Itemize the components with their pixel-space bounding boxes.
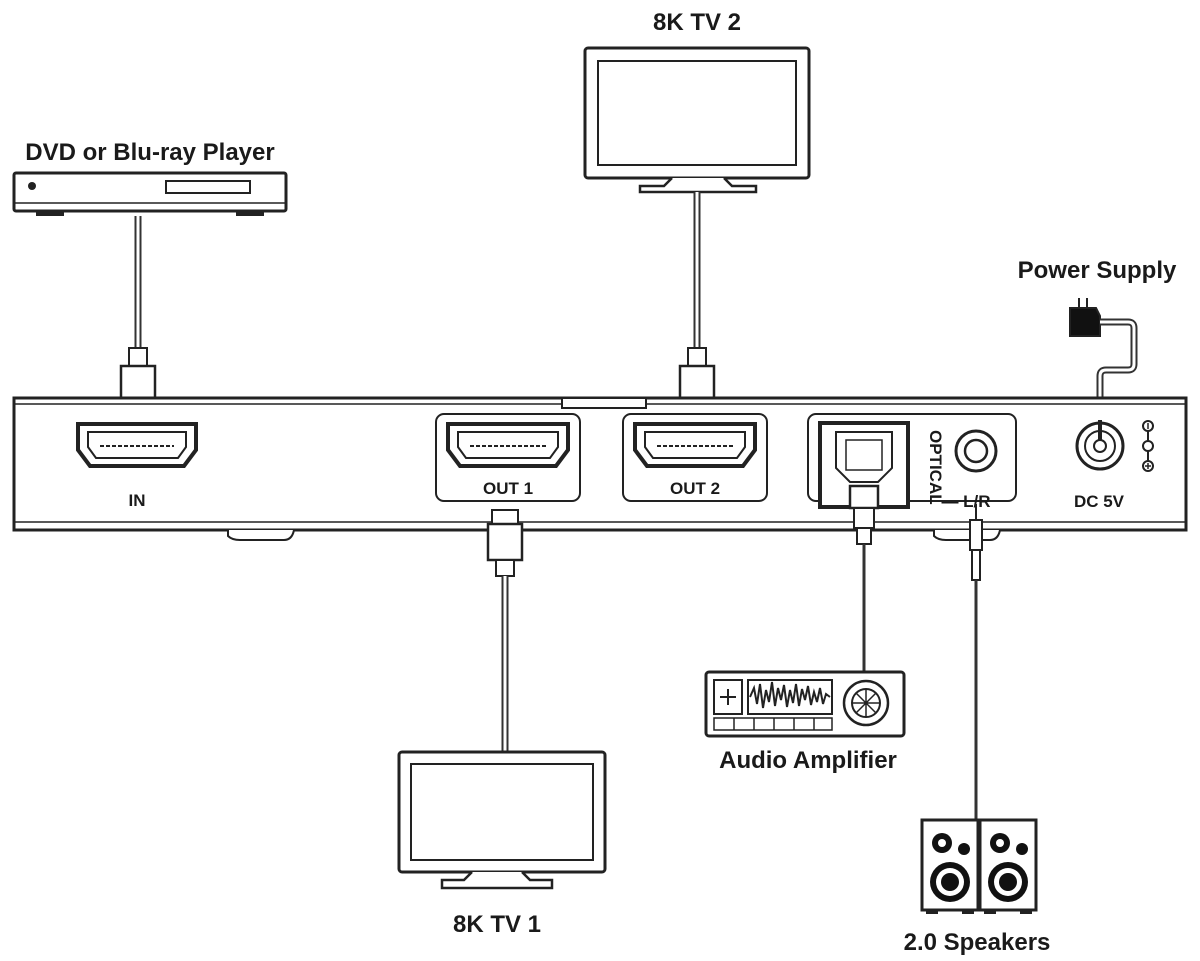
power-adapter-icon bbox=[1069, 298, 1138, 420]
audio-amplifier-icon bbox=[704, 670, 906, 738]
speakers-icon bbox=[920, 818, 1038, 914]
dvd-player-icon bbox=[12, 171, 288, 216]
tv2-label: 8K TV 2 bbox=[653, 9, 741, 36]
hdmi-in-port bbox=[76, 422, 198, 468]
amplifier-label: Audio Amplifier bbox=[719, 747, 897, 774]
hdmi-cable-out1 bbox=[486, 509, 524, 752]
polarity-icon bbox=[1142, 420, 1154, 472]
port-out2-label: OUT 2 bbox=[670, 479, 720, 498]
hdmi-out1-port bbox=[435, 413, 581, 502]
power-supply-label: Power Supply bbox=[1018, 257, 1177, 284]
hdmi-out2-port bbox=[622, 413, 768, 502]
port-dc-label: DC 5V bbox=[1074, 492, 1125, 511]
speakers-label: 2.0 Speakers bbox=[904, 929, 1051, 956]
port-in-label: IN bbox=[129, 491, 146, 510]
dc-power-port bbox=[1075, 420, 1125, 471]
hdmi-cable-out2 bbox=[678, 192, 716, 413]
audio-cable-lr bbox=[969, 504, 983, 820]
optical-cable bbox=[848, 484, 880, 672]
port-optical-label: OPTICAL bbox=[926, 430, 945, 505]
lr-audio-jack bbox=[954, 429, 998, 473]
port-out1-label: OUT 1 bbox=[483, 479, 533, 498]
port-lr-label: — L/R bbox=[941, 492, 990, 511]
tv2-icon bbox=[583, 46, 811, 194]
optical-port bbox=[845, 439, 883, 471]
tv1-icon bbox=[397, 750, 607, 890]
source-label: DVD or Blu-ray Player bbox=[25, 139, 274, 166]
hdmi-cable-in bbox=[119, 216, 157, 417]
tv1-label: 8K TV 1 bbox=[453, 911, 541, 938]
